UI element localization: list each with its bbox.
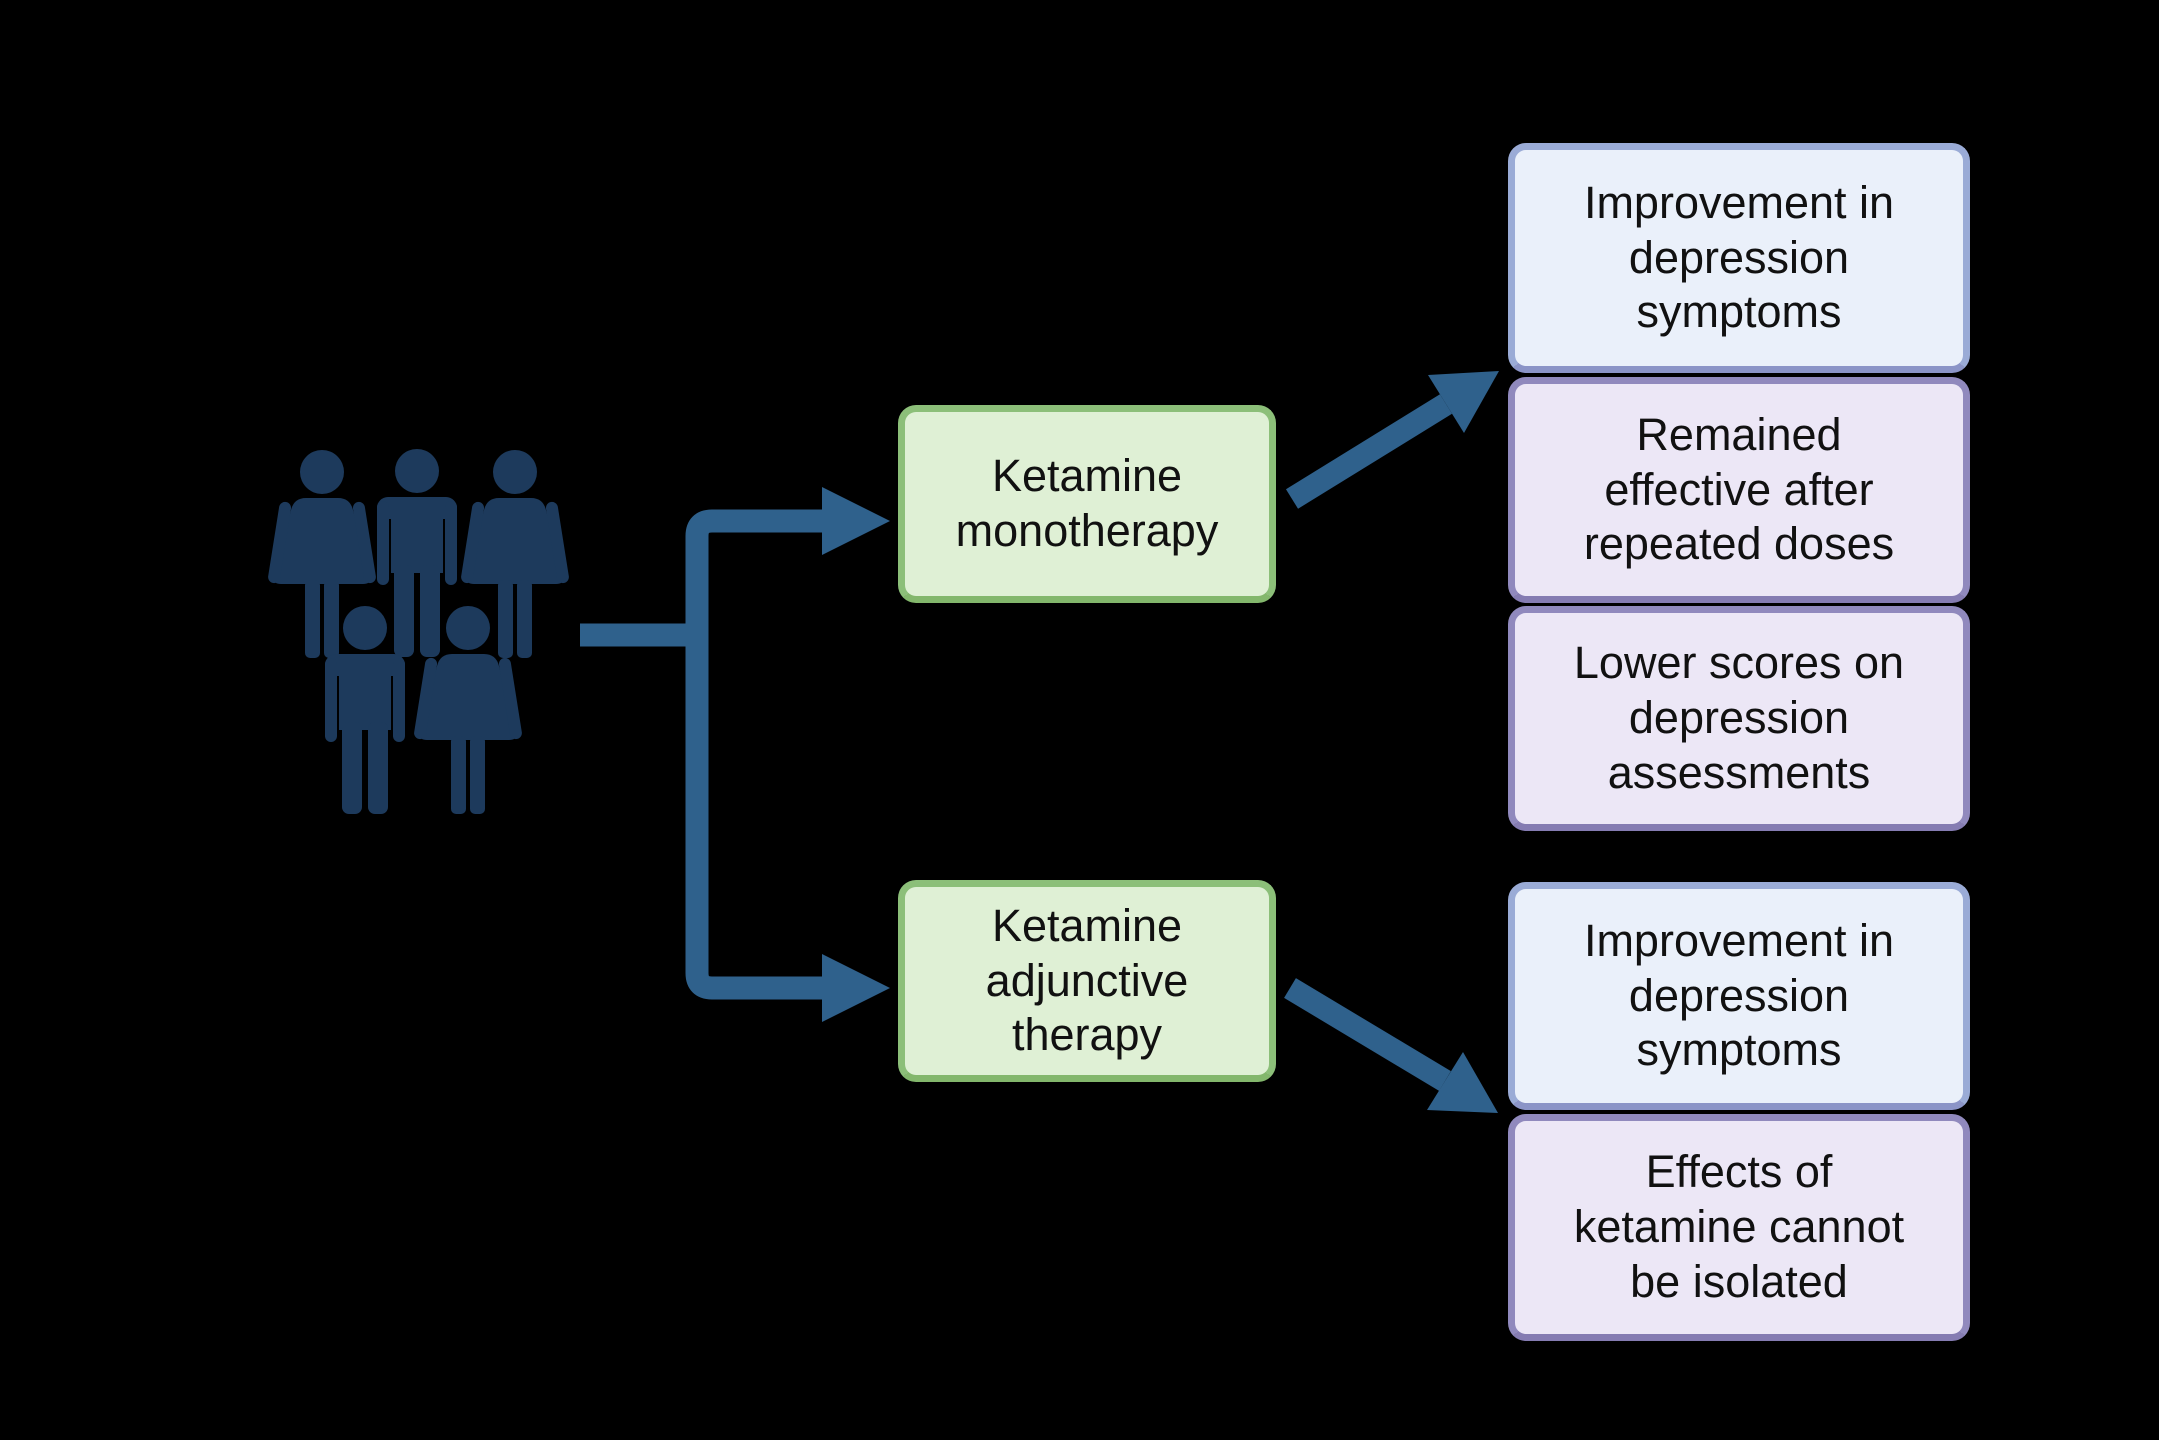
- arrowhead-to-monotherapy: [822, 487, 890, 555]
- patient-group-icon: [267, 449, 570, 814]
- bracket-line: [685, 509, 823, 1000]
- branch-connector: [580, 394, 1453, 1091]
- arrowheads: [822, 371, 1499, 1113]
- arrowhead-to-adjunctive: [822, 954, 890, 1022]
- arrowhead-to-outcomes-top: [1428, 371, 1499, 433]
- arrowhead-to-outcomes-bottom: [1427, 1052, 1498, 1113]
- diagonal-stem-bottom: [1284, 978, 1451, 1091]
- person-man-icon: [377, 449, 457, 657]
- diagonal-stem-top: [1285, 394, 1453, 509]
